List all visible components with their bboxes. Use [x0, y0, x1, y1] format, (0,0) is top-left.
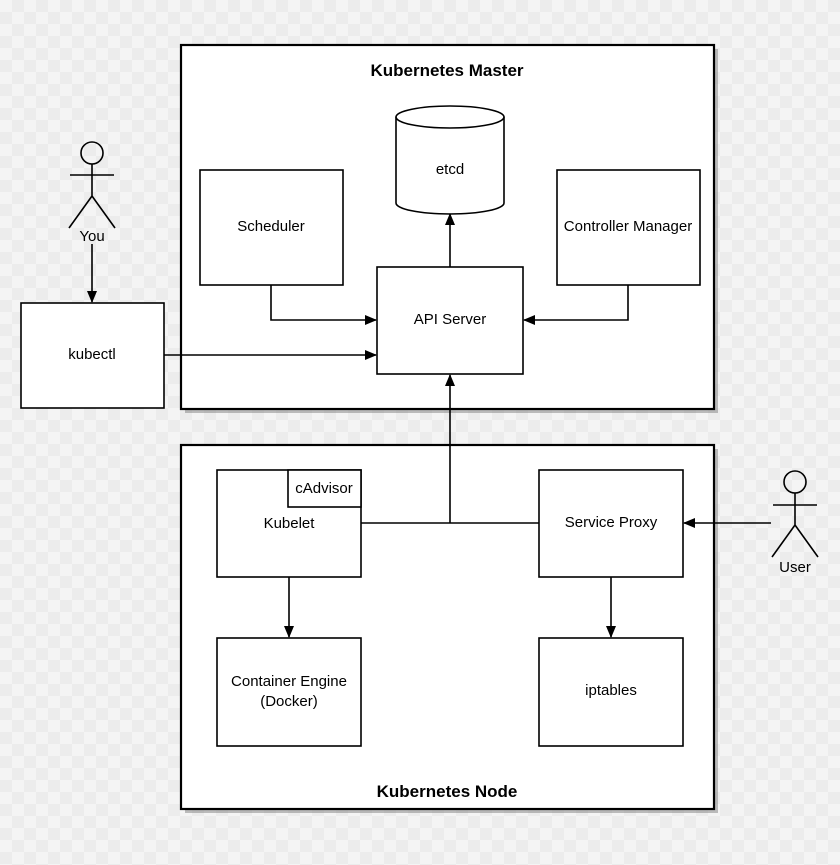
container-engine-label-line1: Container Engine [231, 673, 347, 690]
controller-manager-box: Controller Manager [556, 169, 701, 286]
api-server-label: API Server [414, 311, 487, 328]
connectors [87, 213, 771, 638]
controller-manager-label: Controller Manager [564, 218, 692, 235]
arrow-controller-to-api [523, 285, 629, 325]
you-label: You [79, 228, 104, 245]
api-server-box: API Server [376, 266, 524, 375]
container-engine-label-line2: (Docker) [260, 693, 318, 710]
you-actor: You [68, 141, 116, 245]
service-proxy-label: Service Proxy [565, 514, 658, 531]
master-title: Kubernetes Master [370, 61, 523, 80]
cadvisor-label: cAdvisor [295, 480, 353, 497]
cadvisor-box [287, 469, 362, 508]
user-head [783, 470, 807, 494]
kubelet-label: Kubelet [264, 515, 316, 532]
you-head [80, 141, 104, 165]
node-title: Kubernetes Node [377, 782, 518, 801]
service-proxy-box: Service Proxy [538, 469, 684, 578]
kubectl-label: kubectl [68, 346, 116, 363]
kubelet-box: cAdvisor Kubelet [216, 469, 362, 578]
iptables-box: iptables [538, 637, 684, 747]
arrow-scheduler-to-api [270, 285, 377, 325]
etcd-database: etcd [395, 105, 505, 215]
scheduler-label: Scheduler [237, 218, 305, 235]
kubectl-box: kubectl [20, 302, 165, 409]
user-actor: User [771, 470, 819, 576]
user-label: User [779, 559, 811, 576]
container-engine-box: Container Engine (Docker) [216, 637, 362, 747]
etcd-label: etcd [436, 161, 464, 178]
scheduler-box: Scheduler [199, 169, 344, 286]
iptables-label: iptables [585, 682, 637, 699]
